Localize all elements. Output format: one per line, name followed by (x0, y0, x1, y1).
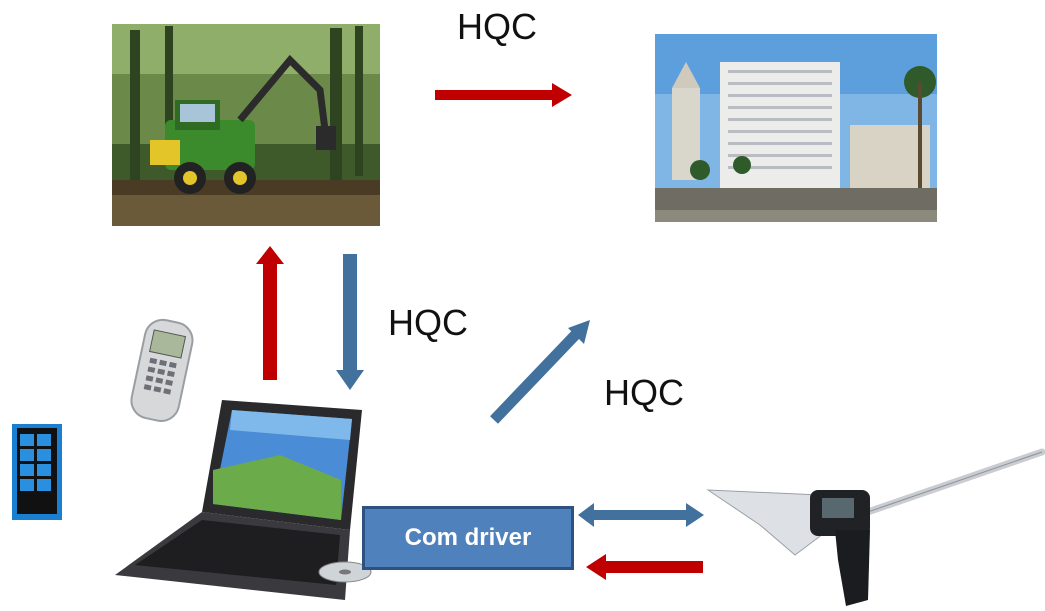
hqc-label-middle: HQC (388, 302, 468, 343)
blue-arrow-down-to-laptop (336, 254, 364, 390)
forest-harvester-image (112, 24, 380, 226)
handheld-device-image (130, 318, 194, 422)
hqc-label-right: HQC (604, 372, 684, 413)
red-arrow-up-to-harvester (256, 246, 284, 380)
mobile-phone-image (12, 424, 62, 520)
red-arrow-to-building (435, 83, 572, 107)
blue-arrow-diagonal-to-building (490, 320, 590, 424)
office-building-image (655, 34, 937, 222)
com-driver-box: Com driver (362, 506, 574, 570)
laptop-image (115, 400, 372, 600)
com-driver-label: Com driver (404, 524, 532, 551)
blue-double-arrow-driver-caliper (578, 503, 704, 527)
red-arrow-caliper-to-driver (586, 554, 703, 580)
hqc-label-top: HQC (457, 6, 537, 47)
caliper-device-image (706, 448, 1045, 606)
